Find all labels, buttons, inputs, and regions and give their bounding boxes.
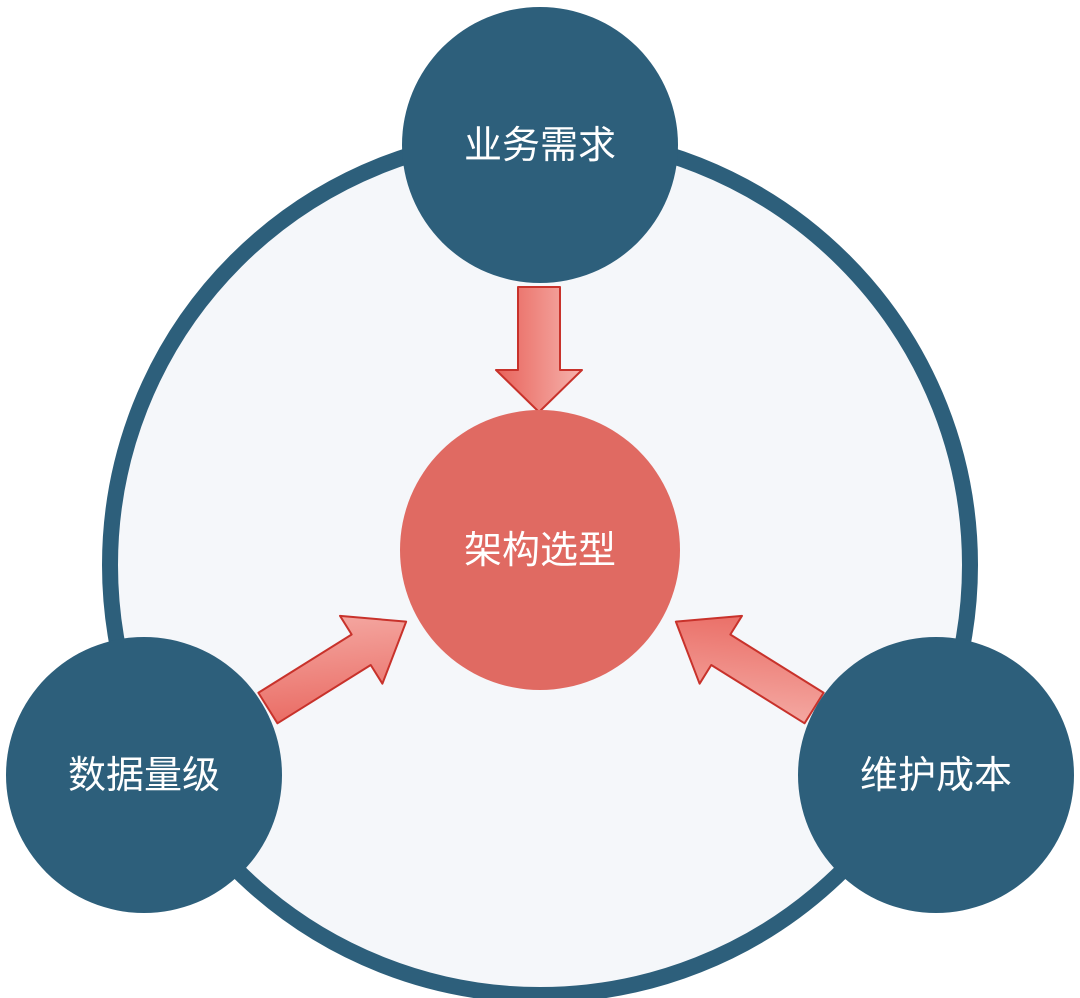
node-data-label: 数据量级 — [68, 753, 220, 797]
node-business — [402, 7, 678, 283]
arrow-business-to-center — [495, 286, 583, 413]
node-data — [6, 637, 282, 913]
arrow-maintenance-to-center — [674, 614, 825, 725]
node-business-label: 业务需求 — [464, 123, 616, 167]
node-maintenance-label: 维护成本 — [860, 753, 1012, 797]
arrow-data-to-center — [257, 614, 408, 725]
center-node — [400, 410, 680, 690]
node-maintenance — [798, 637, 1074, 913]
center-node-label: 架构选型 — [464, 528, 616, 572]
